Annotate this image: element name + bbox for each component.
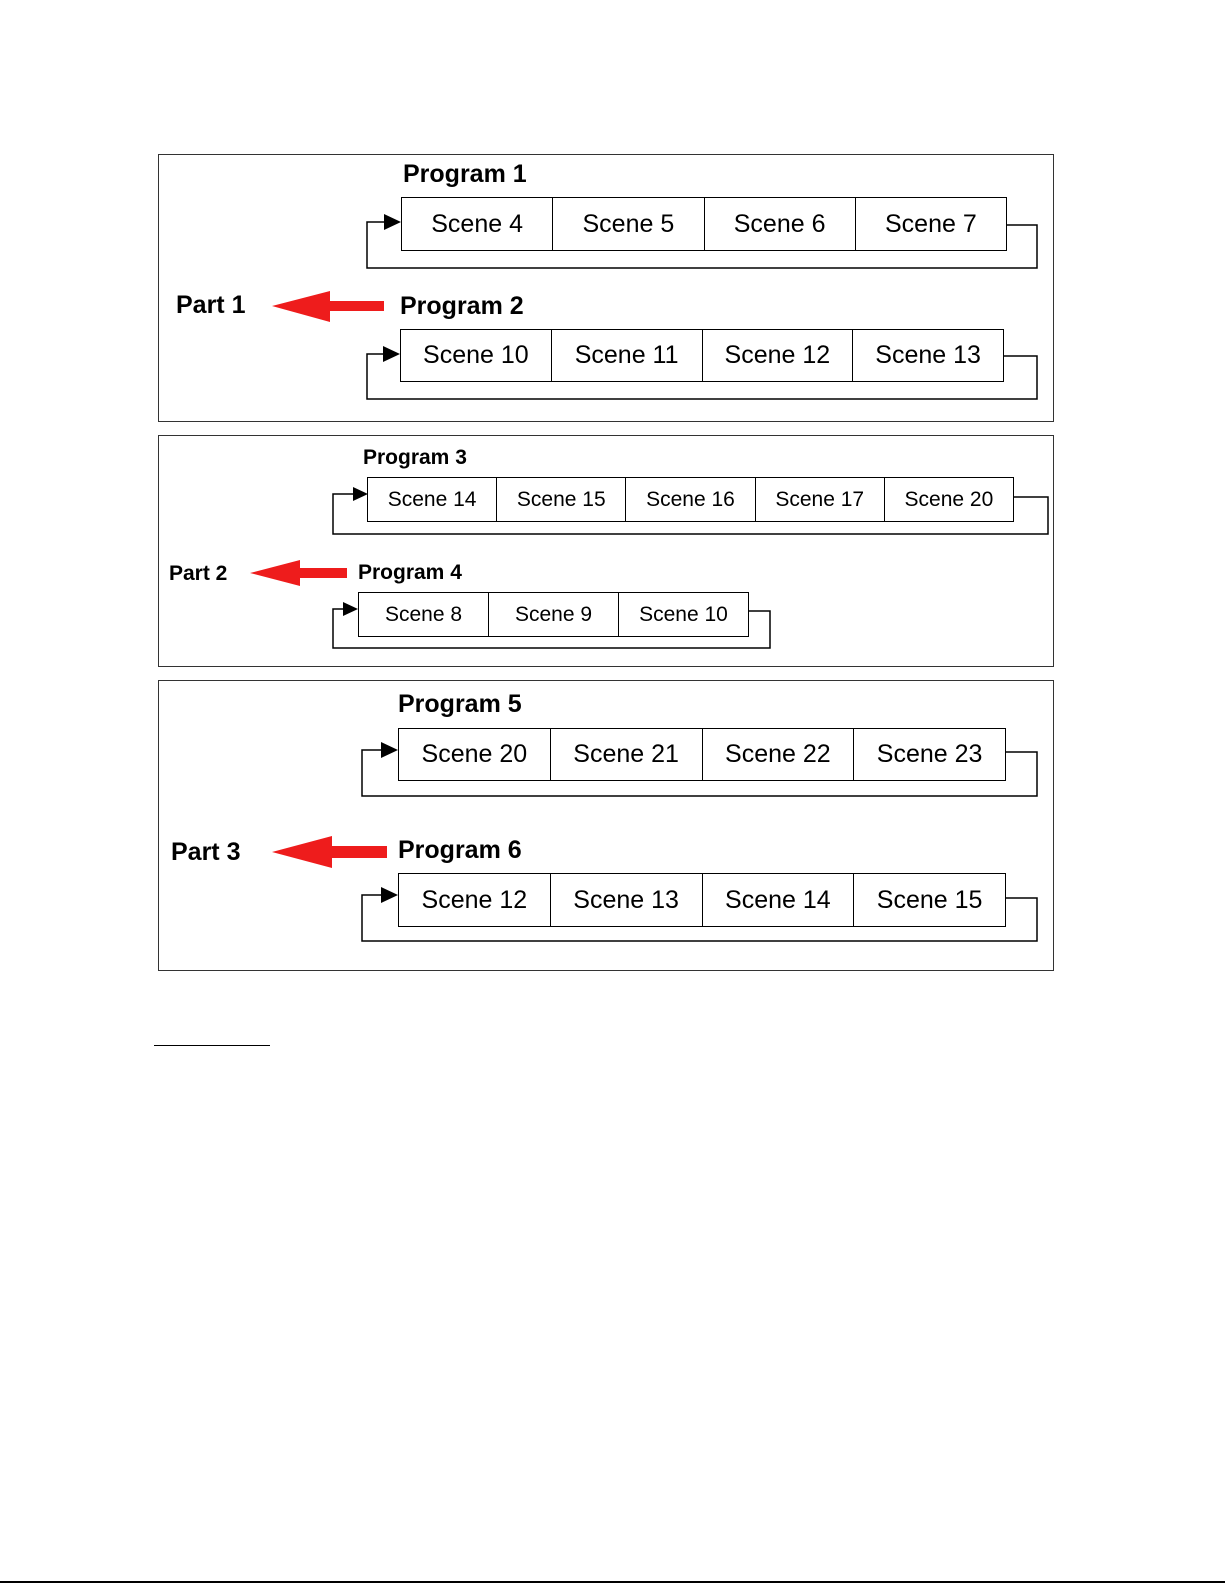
footnote-separator — [154, 1045, 270, 1046]
scene-cell: Scene 14 — [703, 874, 855, 926]
scene-cell: Scene 10 — [401, 330, 552, 381]
scene-cell: Scene 20 — [885, 478, 1013, 521]
part-3-label: Part 3 — [171, 838, 240, 867]
scene-cell: Scene 8 — [359, 593, 489, 636]
program-5-scene-row: Scene 20 Scene 21 Scene 22 Scene 23 — [398, 728, 1006, 781]
scene-cell: Scene 23 — [854, 729, 1005, 780]
program-3-scene-row: Scene 14 Scene 15 Scene 16 Scene 17 Scen… — [367, 477, 1014, 522]
program-2-title: Program 2 — [400, 292, 524, 321]
scene-cell: Scene 13 — [853, 330, 1003, 381]
program-4-title: Program 4 — [358, 561, 462, 585]
program-4-scene-row: Scene 8 Scene 9 Scene 10 — [358, 592, 749, 637]
program-3-title: Program 3 — [363, 446, 467, 470]
program-6-scene-row: Scene 12 Scene 13 Scene 14 Scene 15 — [398, 873, 1006, 927]
scene-cell: Scene 20 — [399, 729, 551, 780]
scene-cell: Scene 10 — [619, 593, 748, 636]
page-bottom-rule — [0, 1581, 1225, 1583]
scene-cell: Scene 7 — [856, 198, 1006, 250]
scene-cell: Scene 11 — [552, 330, 703, 381]
scene-cell: Scene 5 — [553, 198, 704, 250]
scene-cell: Scene 9 — [489, 593, 619, 636]
scene-cell: Scene 16 — [626, 478, 755, 521]
part-3-panel — [158, 680, 1054, 971]
scene-cell: Scene 14 — [368, 478, 497, 521]
scene-cell: Scene 15 — [854, 874, 1005, 926]
program-6-title: Program 6 — [398, 836, 522, 865]
program-5-title: Program 5 — [398, 690, 522, 719]
program-1-title: Program 1 — [403, 160, 527, 189]
scene-cell: Scene 12 — [703, 330, 854, 381]
scene-cell: Scene 13 — [551, 874, 703, 926]
scene-cell: Scene 12 — [399, 874, 551, 926]
scene-cell: Scene 6 — [705, 198, 856, 250]
part-1-label: Part 1 — [176, 291, 245, 320]
program-2-scene-row: Scene 10 Scene 11 Scene 12 Scene 13 — [400, 329, 1004, 382]
scene-cell: Scene 22 — [703, 729, 855, 780]
scene-cell: Scene 4 — [402, 198, 553, 250]
part-2-label: Part 2 — [169, 562, 227, 586]
scene-cell: Scene 21 — [551, 729, 703, 780]
program-1-scene-row: Scene 4 Scene 5 Scene 6 Scene 7 — [401, 197, 1007, 251]
scene-cell: Scene 15 — [497, 478, 626, 521]
scene-cell: Scene 17 — [756, 478, 885, 521]
